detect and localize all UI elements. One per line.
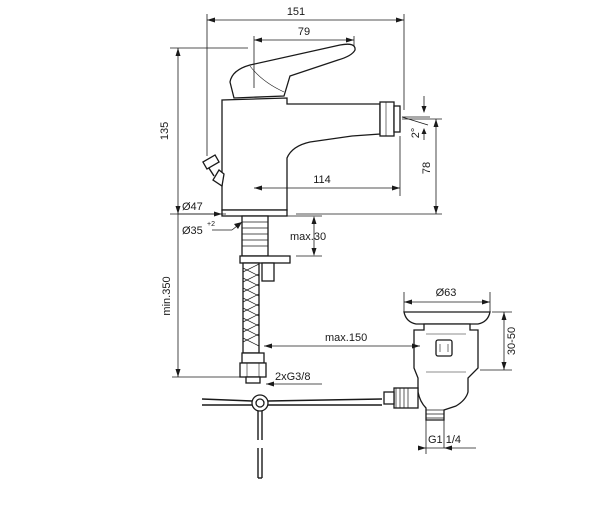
dim-connection: 2xG3/8	[275, 371, 310, 383]
faucet-body	[202, 43, 401, 217]
dim-tilt-angle: 2°	[410, 128, 422, 139]
dim-min-hose: min.350	[161, 276, 173, 315]
dim-lever-length: 79	[298, 26, 310, 38]
dim-waste-thread: G1 1/4	[428, 434, 461, 446]
dim-total-length: 151	[287, 6, 305, 18]
dimension-labels: 151 79 135 114 78 2° Ø47 Ø35 +2 max.30 m…	[159, 6, 518, 446]
dim-base-diameter: Ø47	[182, 201, 203, 213]
shank-assembly	[239, 215, 291, 384]
dim-max-rod: max.150	[325, 332, 367, 344]
dim-waste-height: 30-50	[506, 327, 518, 355]
dim-max-deck: max.30	[290, 231, 326, 243]
waste-assembly	[383, 311, 491, 421]
dim-waste-diameter: Ø63	[436, 287, 457, 299]
dim-spout-height: 78	[421, 162, 433, 174]
dim-hole-tolerance: +2	[207, 221, 215, 228]
dimension-lines	[170, 14, 512, 454]
pop-up-rod	[201, 394, 383, 479]
dim-spout-reach: 114	[313, 174, 331, 186]
dim-hole-diameter: Ø35	[182, 225, 203, 237]
dim-total-height: 135	[159, 122, 171, 140]
